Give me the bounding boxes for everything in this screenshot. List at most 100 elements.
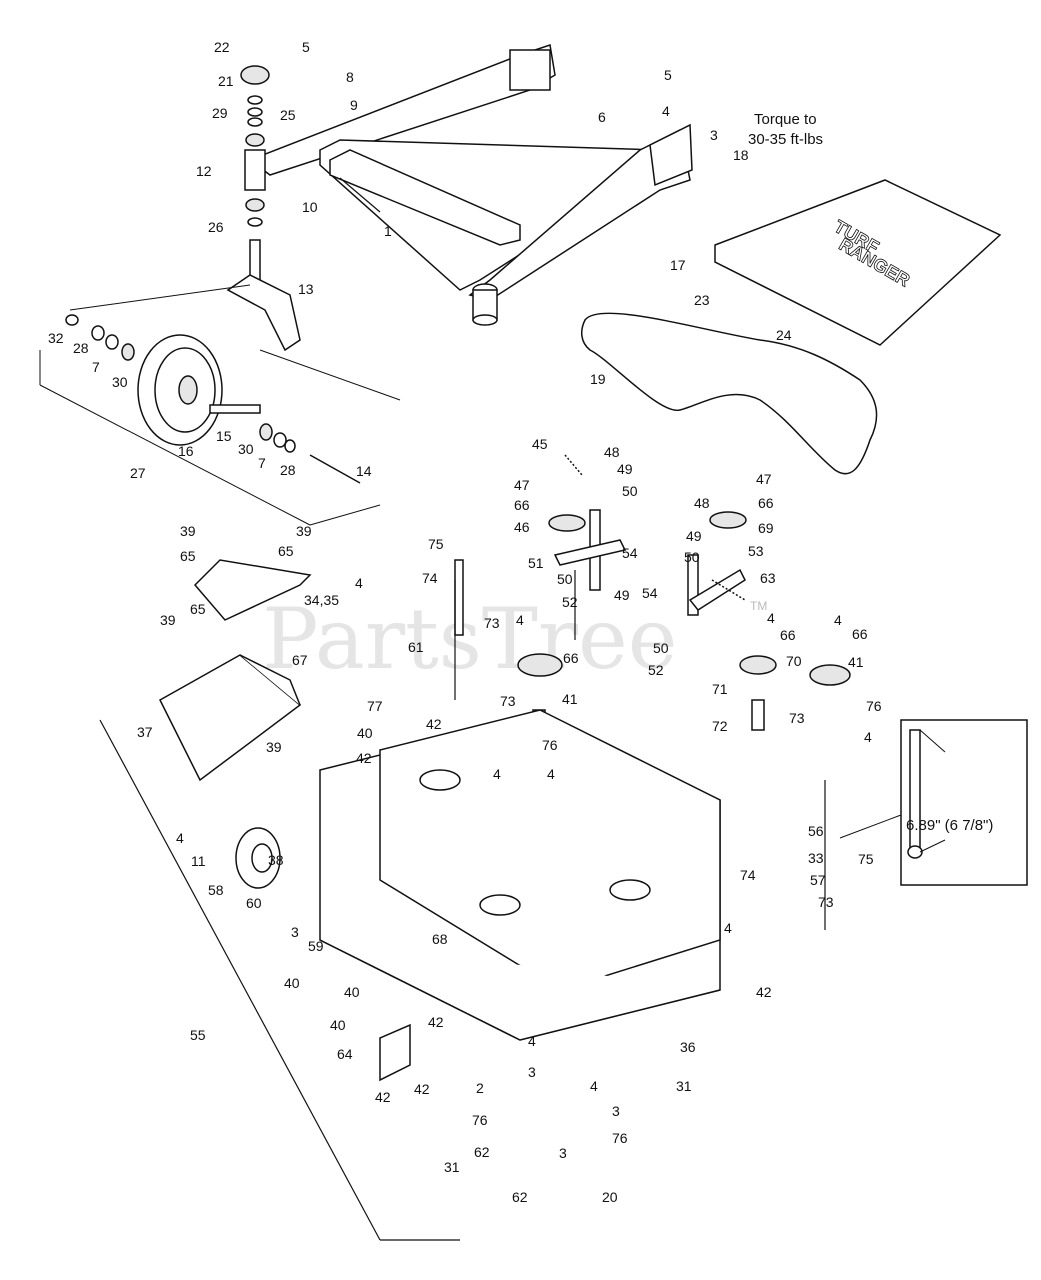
callout-33: 33 bbox=[808, 850, 824, 866]
callout-25: 25 bbox=[280, 107, 296, 123]
callout-73a: 73 bbox=[484, 615, 500, 631]
callout-18: 18 bbox=[733, 147, 749, 163]
callout-50a: 50 bbox=[622, 483, 638, 499]
callout-75b: 75 bbox=[858, 851, 874, 867]
callout-52b: 52 bbox=[648, 662, 664, 678]
callout-73c: 73 bbox=[789, 710, 805, 726]
callout-65a: 65 bbox=[180, 548, 196, 564]
callout-4l: 4 bbox=[590, 1078, 598, 1094]
callout-38: 38 bbox=[268, 852, 284, 868]
callout-27: 27 bbox=[130, 465, 146, 481]
callout-66a: 66 bbox=[514, 497, 530, 513]
baffle-plate bbox=[193, 559, 312, 621]
callout-42b: 42 bbox=[356, 750, 372, 766]
callout-42c: 42 bbox=[756, 984, 772, 1000]
callout-42d: 42 bbox=[428, 1014, 444, 1030]
callout-77: 77 bbox=[367, 698, 383, 714]
callout-28a: 28 bbox=[73, 340, 89, 356]
callout-71: 71 bbox=[712, 681, 728, 697]
callout-60: 60 bbox=[246, 895, 262, 911]
callout-22: 22 bbox=[214, 39, 230, 55]
callout-10: 10 bbox=[302, 199, 318, 215]
callout-9: 9 bbox=[350, 97, 358, 113]
callout-36: 36 bbox=[680, 1039, 696, 1055]
callout-labels: 22 21 29 12 26 5 8 9 25 10 1 5 6 4 3 18 … bbox=[48, 39, 882, 1205]
callout-49a: 49 bbox=[617, 461, 633, 477]
caster-wheel bbox=[39, 284, 401, 526]
callout-5: 5 bbox=[302, 39, 310, 55]
callout-48a: 48 bbox=[604, 444, 620, 460]
callout-42a: 42 bbox=[426, 716, 442, 732]
callout-50d: 50 bbox=[653, 640, 669, 656]
callout-66c: 66 bbox=[563, 650, 579, 666]
callout-26: 26 bbox=[208, 219, 224, 235]
discharge-chute bbox=[159, 654, 302, 782]
callout-52a: 52 bbox=[562, 594, 578, 610]
callout-12: 12 bbox=[196, 163, 212, 179]
callout-40d: 40 bbox=[330, 1017, 346, 1033]
callout-47b: 47 bbox=[756, 471, 772, 487]
callout-14: 14 bbox=[356, 463, 372, 479]
callout-21: 21 bbox=[218, 73, 234, 89]
callout-39d: 39 bbox=[266, 739, 282, 755]
caster-assembly bbox=[226, 65, 301, 352]
callout-24: 24 bbox=[776, 327, 792, 343]
callout-41a: 41 bbox=[562, 691, 578, 707]
callout-75a: 75 bbox=[428, 536, 444, 552]
callout-53: 53 bbox=[748, 543, 764, 559]
callout-74a: 74 bbox=[422, 570, 438, 586]
callout-37: 37 bbox=[137, 724, 153, 740]
callout-62a: 62 bbox=[474, 1144, 490, 1160]
callout-40c: 40 bbox=[344, 984, 360, 1000]
callout-48b: 48 bbox=[694, 495, 710, 511]
bracket-64 bbox=[379, 1023, 411, 1082]
callout-19: 19 bbox=[590, 371, 606, 387]
callout-2: 2 bbox=[476, 1080, 484, 1096]
callout-39b: 39 bbox=[296, 523, 312, 539]
belt-cover: TURF RANGER bbox=[714, 179, 1002, 346]
callout-7a: 7 bbox=[92, 359, 100, 375]
mower-deck bbox=[319, 709, 721, 1041]
callout-55: 55 bbox=[190, 1027, 206, 1043]
callout-61: 61 bbox=[408, 639, 424, 655]
callout-7b: 7 bbox=[258, 455, 266, 471]
callout-5b: 5 bbox=[664, 67, 672, 83]
watermark-text: PartsTree bbox=[262, 590, 677, 688]
callout-29: 29 bbox=[212, 105, 228, 121]
callout-31b: 31 bbox=[444, 1159, 460, 1175]
gauge-wheel bbox=[235, 827, 281, 889]
deck-frame bbox=[248, 44, 693, 326]
callout-4c: 4 bbox=[516, 612, 524, 628]
trademark-text: TM bbox=[750, 599, 767, 613]
callout-32: 32 bbox=[48, 330, 64, 346]
callout-50b: 50 bbox=[557, 571, 573, 587]
callout-72: 72 bbox=[712, 718, 728, 734]
callout-76a: 76 bbox=[866, 698, 882, 714]
callout-3d: 3 bbox=[612, 1103, 620, 1119]
callout-62b: 62 bbox=[512, 1189, 528, 1205]
callout-4d: 4 bbox=[834, 612, 842, 628]
callout-4e: 4 bbox=[767, 610, 775, 626]
callout-65c: 65 bbox=[190, 601, 206, 617]
callout-23: 23 bbox=[694, 292, 710, 308]
callout-41b: 41 bbox=[848, 654, 864, 670]
callout-49c: 49 bbox=[686, 528, 702, 544]
callout-73d: 73 bbox=[818, 894, 834, 910]
callout-57: 57 bbox=[810, 872, 826, 888]
callout-3b: 3 bbox=[291, 924, 299, 940]
callout-58: 58 bbox=[208, 882, 224, 898]
callout-31a: 31 bbox=[676, 1078, 692, 1094]
height-adjust-inset: 6.89" (6 7/8") bbox=[839, 719, 1028, 886]
callout-20: 20 bbox=[602, 1189, 618, 1205]
callout-74b: 74 bbox=[740, 867, 756, 883]
torque-note-line-1: Torque to bbox=[754, 111, 817, 128]
callout-3a: 3 bbox=[710, 127, 718, 143]
drive-belt bbox=[580, 312, 878, 475]
callout-34-35: 34,35 bbox=[304, 592, 339, 608]
callout-50c: 50 bbox=[684, 549, 700, 565]
callout-70: 70 bbox=[786, 653, 802, 669]
callout-1: 1 bbox=[384, 223, 392, 239]
callout-28b: 28 bbox=[280, 462, 296, 478]
callout-3e: 3 bbox=[559, 1145, 567, 1161]
